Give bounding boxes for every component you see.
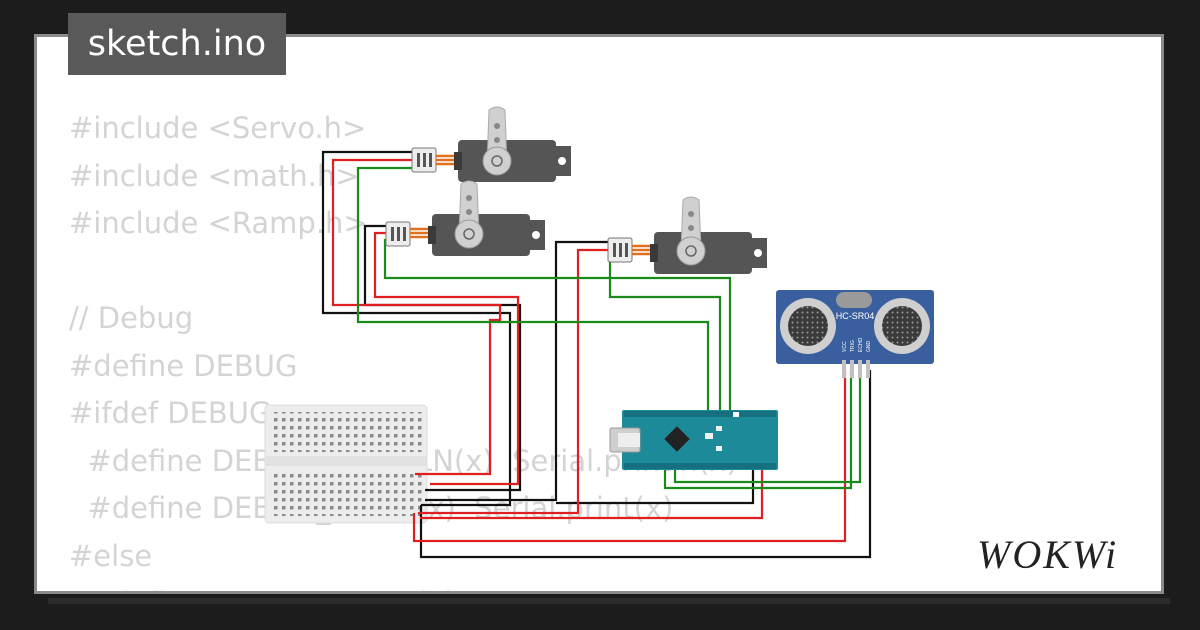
code-line: #else — [69, 538, 153, 573]
preview-card: #include <Servo.h> #include <math.h> #incl… — [34, 34, 1164, 594]
code-line: #ifdef DEBUG — [69, 396, 272, 430]
code-line: #include <Ramp.h> — [69, 206, 368, 240]
green-wires — [356, 166, 862, 490]
wokwi-logo-text: WOKWi — [977, 532, 1118, 577]
servo-motor-3[interactable] — [607, 196, 767, 274]
code-line: #define DEBUG_PRINT(x) — [69, 580, 738, 591]
code-line: #include <Servo.h> — [69, 111, 367, 145]
ultrasonic-sensor[interactable]: HC-SR04 VCC TRIG ECHO GND — [776, 290, 934, 378]
arduino-nano-board[interactable] — [609, 410, 778, 470]
file-tab[interactable]: sketch.ino — [68, 13, 286, 75]
wokwi-logo: WOKWi — [977, 532, 1118, 577]
code-listing: #include <Servo.h> #include <math.h> #incl… — [69, 105, 738, 591]
pin-label: TRIG — [850, 340, 856, 352]
servo-motor-1[interactable] — [411, 106, 571, 182]
card-shadow — [48, 598, 1170, 604]
pin-label: GND — [866, 341, 872, 353]
breadboard[interactable] — [264, 404, 428, 524]
code-line: // Debug — [69, 301, 194, 335]
servo-motor-2[interactable] — [385, 180, 545, 256]
sensor-model-label: HC-SR04 — [836, 311, 875, 321]
code-line: #include <math.h> — [69, 158, 360, 193]
red-wires — [331, 158, 847, 543]
pin-label: ECHO — [858, 337, 864, 352]
code-line: #define DEBUG — [69, 348, 298, 383]
pin-label: VCC — [842, 341, 848, 352]
